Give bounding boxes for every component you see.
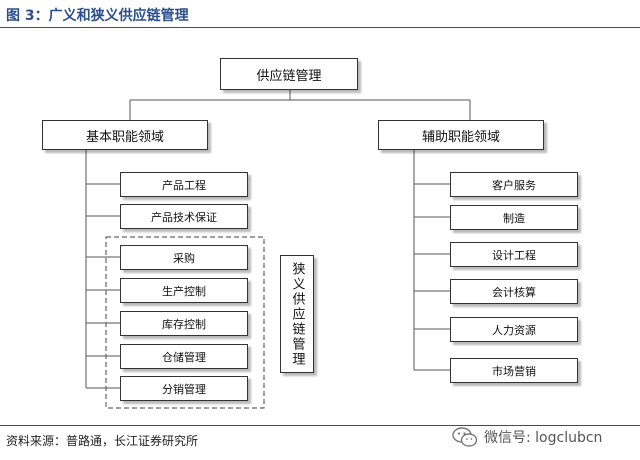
right-item-6: 市场营销 [450, 358, 578, 383]
left-item-2: 产品技术保证 [120, 204, 248, 229]
left-item-7: 分销管理 [120, 376, 248, 401]
root-node: 供应链管理 [220, 58, 358, 90]
title-rule [0, 27, 640, 28]
wechat-icon [452, 427, 478, 447]
source-note: 资料来源：普路通，长江证券研究所 [6, 434, 199, 448]
left-item-3: 采购 [120, 245, 248, 270]
narrow-scope-boundary [105, 236, 265, 409]
narrow-scope-label: 狭义供应链管理 [280, 255, 314, 373]
left-item-4: 生产控制 [120, 278, 248, 303]
left-item-5: 库存控制 [120, 311, 248, 336]
right-item-2: 制造 [450, 205, 578, 230]
right-item-5: 人力资源 [450, 317, 578, 342]
left-item-6: 仓储管理 [120, 344, 248, 369]
watermark-text: 微信号: logclubcn [484, 430, 603, 446]
bottom-rule [0, 425, 640, 426]
wechat-watermark: 微信号: logclubcn [452, 426, 602, 448]
right-branch-node: 辅助职能领域 [378, 120, 544, 150]
figure-title: 图 3：广义和狭义供应链管理 [6, 8, 189, 24]
right-item-1: 客户服务 [450, 172, 578, 197]
left-item-1: 产品工程 [120, 172, 248, 197]
right-item-3: 设计工程 [450, 242, 578, 267]
left-branch-node: 基本职能领域 [42, 120, 208, 150]
right-item-4: 会计核算 [450, 279, 578, 304]
